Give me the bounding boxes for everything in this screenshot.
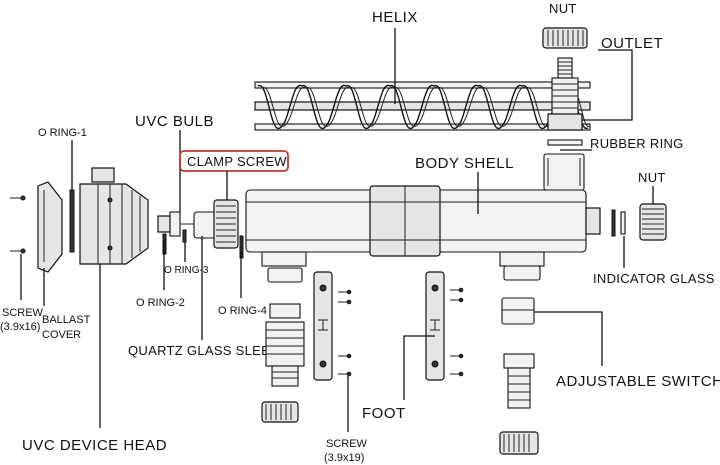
o-ring-4-label: O RING-4 <box>218 305 267 317</box>
ballast-cover-part <box>37 181 63 273</box>
helix-label: HELIX <box>372 9 418 26</box>
body-shell-label: BODY SHELL <box>415 155 514 172</box>
screw-left-label-1: SCREW <box>2 307 44 319</box>
outlet-part <box>547 57 583 131</box>
body-shell-part <box>245 185 601 267</box>
o-ring-3-label: O RING-3 <box>164 265 209 276</box>
helix-part <box>254 81 591 131</box>
quartz-sleeve-part <box>193 211 217 239</box>
screw-bottom-label-2: (3.9x19) <box>324 452 364 464</box>
nut-top-label: NUT <box>549 1 577 16</box>
uvc-device-head-part <box>79 167 149 265</box>
ballast-cover-label-2: COVER <box>42 329 81 341</box>
clamp-screw-highlight <box>179 150 289 172</box>
clamp-screw-label: CLAMP SCREW <box>187 154 287 169</box>
o-ring-3-part <box>182 229 187 243</box>
foot-label: FOOT <box>362 405 406 422</box>
quartz-glass-sleeve-label: QUARTZ GLASS SLEEVE <box>128 343 288 358</box>
nut-top-part <box>542 27 588 49</box>
ballast-cover-label-1: BALLAST <box>42 314 91 326</box>
adjustable-switch-label: ADJUSTABLE SWITCH <box>556 373 720 390</box>
uvc-bulb-label: UVC BULB <box>135 113 214 130</box>
screw-bottom-label-1: SCREW <box>326 438 368 450</box>
foot-left-part <box>313 271 352 381</box>
foot-right-part <box>425 271 464 381</box>
left-inlet-part <box>261 267 305 423</box>
rubber-ring-label: RUBBER RING <box>590 136 684 151</box>
left-screws-part <box>10 195 26 254</box>
uvc-bulb-part <box>157 211 196 237</box>
screw-left-label-2: (3.9x16) <box>0 321 40 333</box>
nut-right-part <box>639 203 667 241</box>
o-ring-1-part <box>69 189 75 253</box>
o-ring-2-label: O RING-2 <box>136 297 185 309</box>
right-inlet-part <box>499 265 541 455</box>
indicator-glass-label: INDICATOR GLASS <box>593 271 715 286</box>
rubber-ring-part <box>543 139 585 191</box>
outlet-label: OUTLET <box>601 35 663 52</box>
nut-right-label: NUT <box>638 170 666 185</box>
indicator-glass-part <box>611 209 626 237</box>
uvc-device-head-label: UVC DEVICE HEAD <box>22 437 167 454</box>
o-ring-1-label: O RING-1 <box>38 127 87 139</box>
clamp-screw-part <box>213 199 239 249</box>
